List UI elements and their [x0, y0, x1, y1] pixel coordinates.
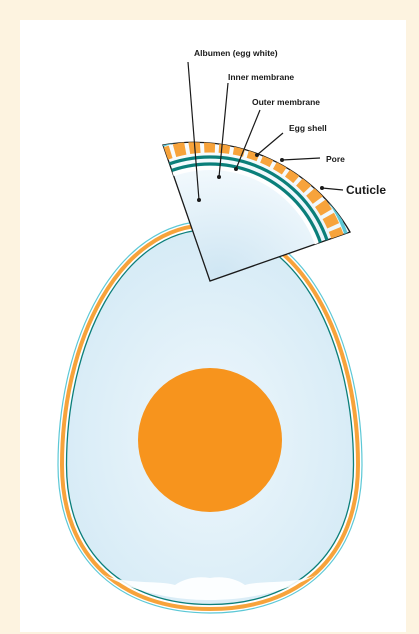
pore-leader	[282, 158, 320, 160]
label-pore: Pore	[326, 154, 345, 164]
label-outer-membrane: Outer membrane	[252, 97, 320, 107]
label-cuticle: Cuticle	[346, 183, 386, 197]
egg-shell-leader	[257, 133, 283, 155]
cuticle-leader	[322, 188, 343, 190]
label-albumen: Albumen (egg white)	[194, 48, 278, 58]
label-egg-shell: Egg shell	[289, 123, 327, 133]
yolk	[138, 368, 282, 512]
label-inner-membrane: Inner membrane	[228, 72, 294, 82]
